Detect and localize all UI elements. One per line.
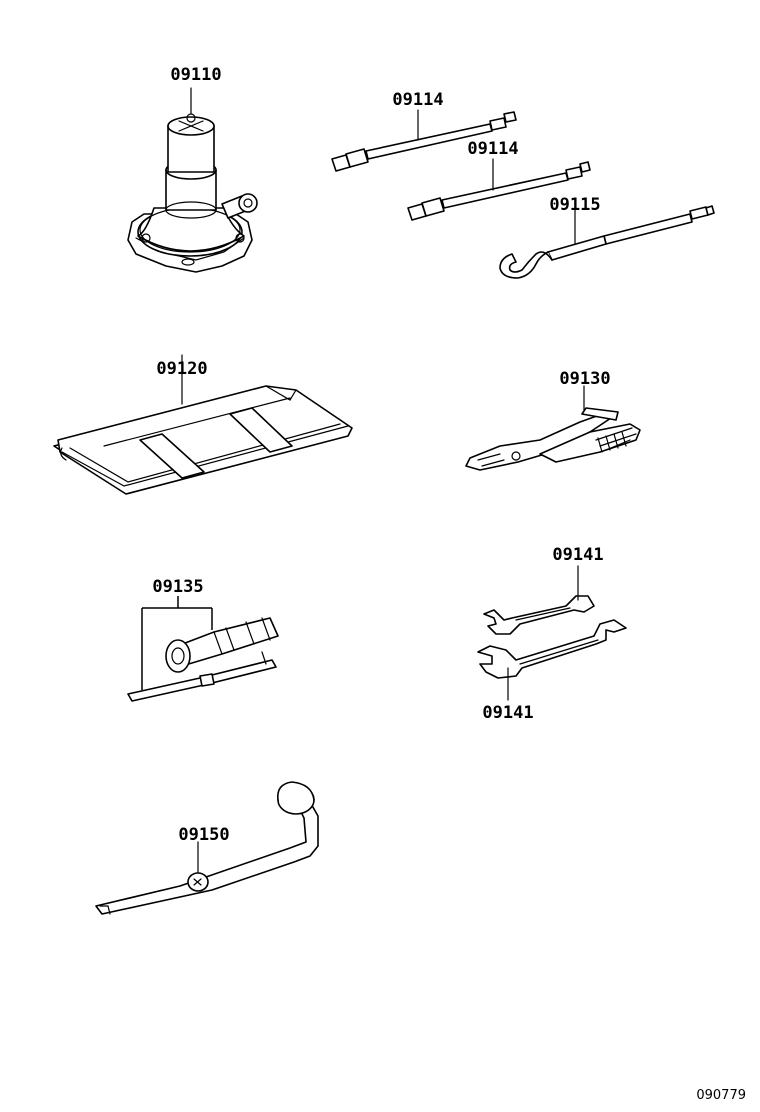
hook-handle-illustration	[499, 205, 715, 279]
jack-handle-b-illustration	[407, 158, 591, 221]
figure-code: 090779	[696, 1088, 746, 1103]
part-number-09141-top: 09141	[552, 545, 603, 565]
part-number-09120: 09120	[156, 359, 207, 379]
jack-handle-a-illustration	[331, 109, 517, 172]
part-number-09114-a: 09114	[392, 90, 443, 110]
part-number-09150: 09150	[178, 825, 229, 845]
wrench-bottom-illustration	[477, 619, 627, 701]
pliers-illustration	[465, 385, 641, 471]
tool-bag-illustration	[53, 354, 353, 495]
part-number-09135: 09135	[152, 577, 203, 597]
part-number-09114-b: 09114	[467, 139, 518, 159]
screwdriver-set-illustration	[127, 596, 279, 702]
wrench-top-illustration	[483, 565, 595, 635]
jack-illustration	[127, 87, 258, 273]
hub-nut-wrench-illustration	[95, 781, 319, 915]
part-number-09141-bottom: 09141	[482, 703, 533, 723]
part-number-09115: 09115	[549, 195, 600, 215]
part-number-09130: 09130	[559, 369, 610, 389]
part-number-09110: 09110	[170, 65, 221, 85]
